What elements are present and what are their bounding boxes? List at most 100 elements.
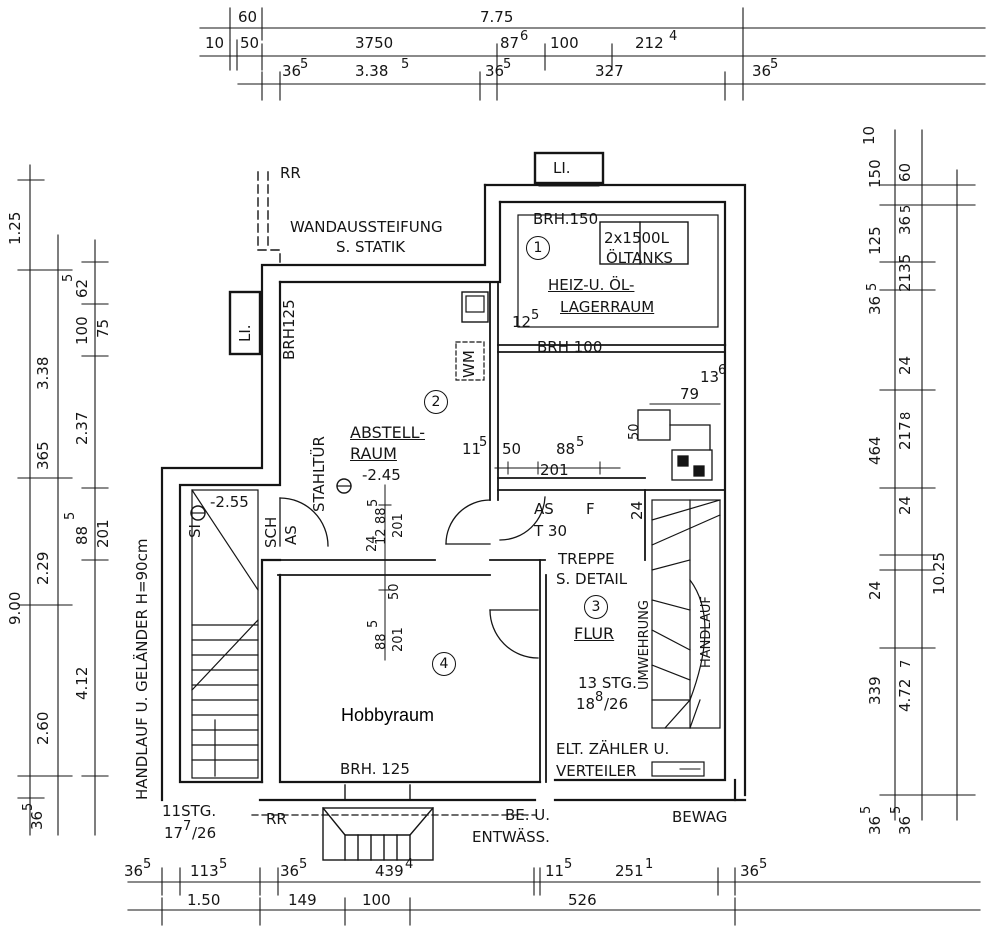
stg-right-line1: 13 STG. bbox=[578, 674, 637, 692]
dim-left-62-sup: 5 bbox=[61, 273, 76, 282]
stahltuer-label: STAHLTÜR bbox=[310, 436, 328, 512]
dim-bottom-365c-sup: 5 bbox=[759, 857, 768, 872]
dim-left-365b: 36 bbox=[28, 810, 46, 830]
heizraum-line1: HEIZ-U. ÖL- bbox=[548, 276, 635, 294]
inner-dim-201b: 201 bbox=[391, 627, 406, 652]
dim-top-327: 327 bbox=[595, 62, 624, 80]
bottom-lightwell bbox=[322, 784, 434, 861]
dim-bottom-365a-sup: 5 bbox=[143, 857, 152, 872]
dim-right-2178-sup: 8 bbox=[899, 411, 914, 420]
heater-symbols bbox=[637, 409, 713, 481]
dim-right-365c: 36 bbox=[866, 815, 884, 835]
dim-right-150: 150 bbox=[866, 159, 884, 188]
rr-bottom-label: RR bbox=[266, 810, 287, 828]
dim-bottom-4394: 439 bbox=[375, 862, 404, 880]
rr-top-label: RR bbox=[280, 164, 301, 182]
dim-right-1025: 10.25 bbox=[930, 552, 948, 595]
dim-left-365b-sup: 5 bbox=[21, 802, 36, 811]
dim-bottom-2511: 251 bbox=[615, 862, 644, 880]
room-number-2: 2 bbox=[424, 390, 448, 414]
dim-bottom-365b-sup: 5 bbox=[299, 857, 308, 872]
dim-right-365b-sup: 5 bbox=[865, 282, 880, 291]
heizraum-line2: LAGERRAUM bbox=[560, 298, 655, 316]
left-dimension-lines bbox=[17, 164, 109, 836]
wm-box bbox=[455, 341, 485, 381]
dim-bottom-365c: 36 bbox=[740, 862, 760, 880]
dim-left-338: 3.38 bbox=[34, 356, 52, 390]
as-t30-f: F bbox=[586, 500, 595, 518]
left-stair bbox=[191, 489, 259, 779]
dim-13-sup: 6 bbox=[718, 363, 727, 378]
dim-bottom-150: 1.50 bbox=[187, 891, 221, 909]
si-label: SI bbox=[186, 524, 204, 538]
oiltanks-line1: 2x1500L bbox=[604, 229, 669, 247]
spiral-stair bbox=[651, 499, 721, 729]
dim-left-237: 2.37 bbox=[73, 411, 91, 445]
dim-top-212: 212 bbox=[635, 34, 664, 52]
umwehrung-label: UMWEHRUNG bbox=[637, 600, 652, 690]
doors bbox=[279, 496, 546, 659]
dim-13-label: 13 bbox=[700, 368, 720, 386]
dim-79-label: 79 bbox=[680, 385, 700, 403]
dim-top-338: 3.38 bbox=[355, 62, 389, 80]
dim-left-260: 2.60 bbox=[34, 711, 52, 745]
dim-11-sup: 5 bbox=[479, 435, 488, 450]
dim-top-365b-sup: 5 bbox=[503, 57, 512, 72]
dim-top-365a: 36 bbox=[282, 62, 302, 80]
dim-125-sup: 5 bbox=[531, 308, 540, 323]
oil-tank-box bbox=[599, 221, 689, 265]
li-shaft-left bbox=[228, 290, 262, 356]
dim-bottom-1135-sup: 5 bbox=[219, 857, 228, 872]
dim-right-339: 339 bbox=[866, 676, 884, 705]
as-label: AS bbox=[282, 525, 300, 545]
dim-top-10: 10 bbox=[205, 34, 225, 52]
handlauf-gelaender-label: HANDLAUF U. GELÄNDER H=90cm bbox=[133, 538, 151, 800]
elt-line2: VERTEILER bbox=[556, 762, 637, 780]
dim-right-10: 10 bbox=[860, 125, 878, 145]
level-255: -2.55 bbox=[210, 493, 249, 511]
dim-88-sup: 5 bbox=[576, 435, 585, 450]
dim-50-vertical: 50 bbox=[627, 423, 642, 440]
dim-right-2178: 217 bbox=[896, 421, 914, 450]
dim-125-label: 12 bbox=[512, 313, 532, 331]
stg-left-line1: 11STG. bbox=[162, 802, 217, 820]
abstellraum-line2: RAUM bbox=[350, 444, 397, 463]
dim-top-365c: 36 bbox=[752, 62, 772, 80]
room-number-4: 4 bbox=[432, 652, 456, 676]
dim-11-label: 11 bbox=[462, 440, 482, 458]
inner-dimension-lines bbox=[378, 403, 721, 661]
dim-bottom-365b: 36 bbox=[280, 862, 300, 880]
stg-left-sup: 7 bbox=[183, 819, 192, 834]
dim-left-412: 4.12 bbox=[73, 666, 91, 700]
dim-right-464: 464 bbox=[866, 436, 884, 465]
wandaussteifung-dashed bbox=[257, 171, 281, 266]
dim-right-472-sup: 7 bbox=[899, 659, 914, 668]
treppe-line1: TREPPE bbox=[558, 550, 615, 568]
dim-left-885-sup: 5 bbox=[63, 511, 78, 520]
dim-201-label: 201 bbox=[540, 461, 569, 479]
dim-top-365a-sup: 5 bbox=[300, 57, 309, 72]
dim-bottom-1135: 113 bbox=[190, 862, 219, 880]
dim-right-125: 125 bbox=[866, 226, 884, 255]
stg-right-sup: 8 bbox=[595, 690, 604, 705]
li-shaft-top bbox=[533, 151, 605, 185]
dim-bottom-115: 11 bbox=[545, 862, 565, 880]
dim-left-75: 75 bbox=[94, 318, 112, 338]
sink-symbol bbox=[461, 291, 489, 323]
stg-left-26: /26 bbox=[192, 824, 217, 842]
dim-bottom-149: 149 bbox=[288, 891, 317, 909]
stg-right-18: 18 bbox=[576, 695, 596, 713]
dim-right-365d: 36 bbox=[896, 815, 914, 835]
room-number-1: 1 bbox=[526, 236, 550, 260]
dim-left-900: 9.00 bbox=[6, 591, 24, 625]
dim-bottom-365a: 36 bbox=[124, 862, 144, 880]
as-t30-line1: AS bbox=[534, 500, 554, 518]
wandaussteifung-label: WANDAUSSTEIFUNG bbox=[290, 218, 443, 236]
dim-top-775: 7.75 bbox=[480, 8, 514, 26]
dim-88-label: 88 bbox=[556, 440, 576, 458]
be-line1: BE. U. bbox=[505, 806, 551, 824]
dim-24-vertical: 24 bbox=[628, 500, 646, 520]
dim-bottom-4394-sup: 4 bbox=[405, 857, 414, 872]
dim-right-365d-sup: 5 bbox=[889, 805, 904, 814]
stg-left-17: 17 bbox=[164, 824, 184, 842]
